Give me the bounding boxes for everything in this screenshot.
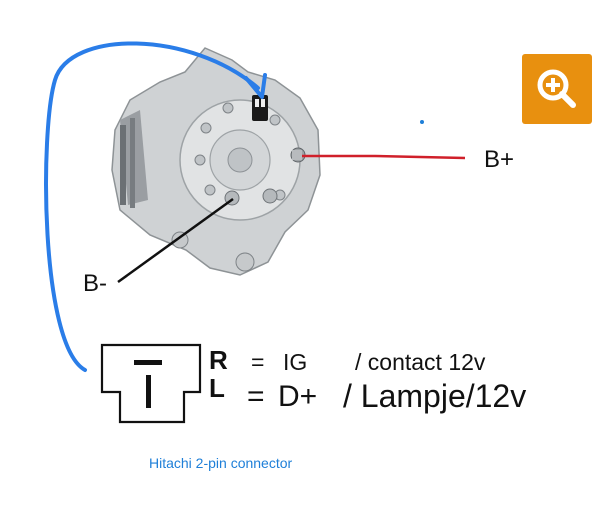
b-plus-wire: [302, 154, 466, 160]
b-plus-label: B+: [484, 146, 515, 173]
connector-pin-r: [134, 360, 162, 365]
pin-l-label: L: [209, 373, 225, 403]
b-minus-label: B-: [83, 270, 107, 297]
alternator-illustration: [111, 47, 321, 276]
l-note: / Lampje/12v: [343, 378, 527, 414]
l-equals: =: [247, 380, 265, 413]
r-note: / contact 12v: [355, 349, 486, 375]
r-equals: =: [251, 349, 265, 375]
l-meaning: D+: [278, 380, 318, 413]
ig-wire-arrowhead: [244, 73, 267, 99]
stray-dot: [420, 120, 424, 124]
connector-pin-l: [146, 375, 151, 408]
pin-r-label: R: [209, 345, 228, 375]
b-minus-wire: [117, 197, 234, 284]
ig-wire: [44, 41, 260, 372]
r-meaning: IG: [283, 349, 308, 375]
zoom-button[interactable]: [522, 54, 592, 124]
caption: Hitachi 2-pin connector: [149, 455, 293, 471]
zoom-in-icon: [537, 69, 576, 108]
